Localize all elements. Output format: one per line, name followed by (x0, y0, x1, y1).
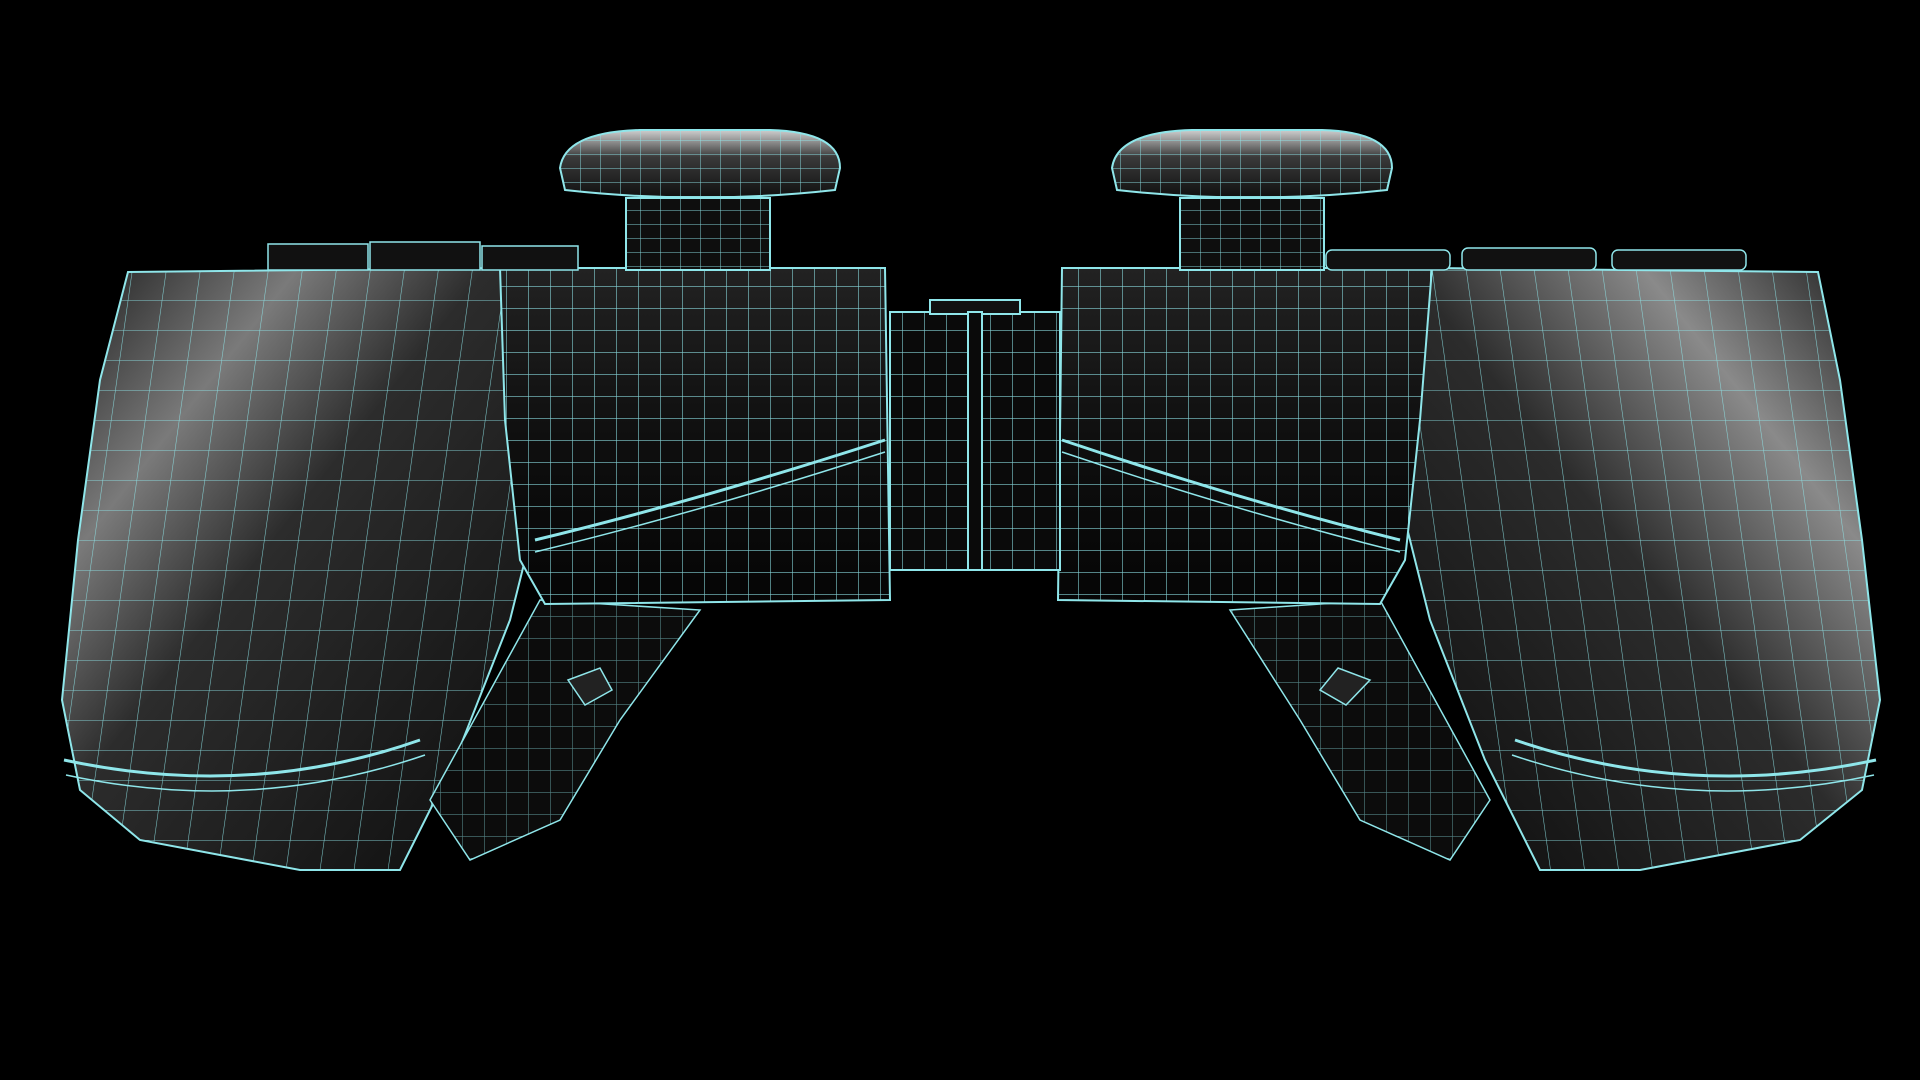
center-left-body (498, 267, 892, 606)
right-analog-stick (1110, 129, 1394, 271)
right-shoulder-buttons (1325, 247, 1747, 271)
center-right-body (1056, 267, 1434, 606)
left-shoulder-buttons (267, 241, 579, 271)
center-bridge (889, 299, 1061, 571)
left-grip (60, 266, 537, 871)
left-underside (429, 599, 702, 861)
right-underside (1228, 599, 1491, 861)
left-analog-stick (558, 129, 842, 271)
right-grip (1403, 266, 1882, 871)
